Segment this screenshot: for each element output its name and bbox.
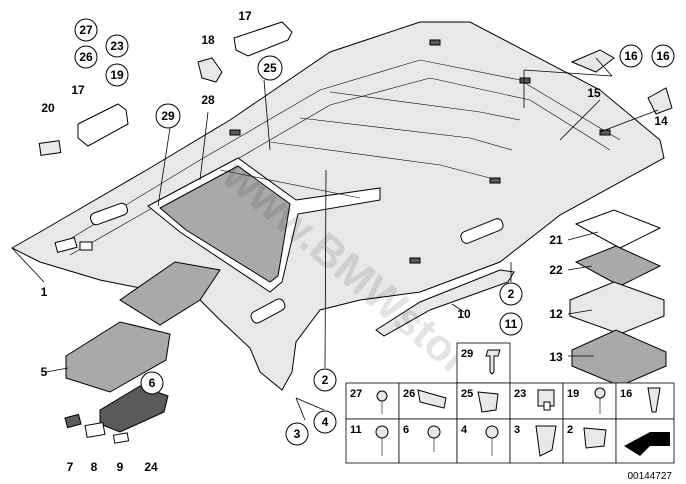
spring-clip-icon — [647, 387, 661, 413]
callout-27: 27 — [74, 18, 98, 42]
lens-8 — [84, 421, 106, 439]
callout-14: 14 — [654, 114, 668, 128]
screw-icon — [427, 425, 441, 452]
screw-icon — [485, 349, 501, 375]
table-cell — [456, 418, 511, 464]
table-label-27: 27 — [350, 388, 362, 400]
nut-icon — [535, 425, 557, 457]
light-unit-5 — [65, 321, 171, 393]
cover-cap — [38, 140, 62, 156]
callouts: 27 26 23 19 25 29 16 16 2 11 6 2 3 4 17 … — [41, 9, 675, 474]
callout-2b: 2 — [313, 368, 337, 392]
document-id: 00144727 — [628, 471, 673, 482]
screw-icon — [375, 425, 389, 456]
callout-25: 25 — [257, 55, 283, 81]
screw-icon — [376, 390, 388, 414]
screw-icon — [485, 425, 499, 456]
callout-28: 28 — [201, 93, 215, 107]
svg-text:16: 16 — [624, 49, 638, 63]
clip-15 — [570, 49, 615, 73]
svg-text:23: 23 — [110, 39, 124, 53]
table-cell — [345, 382, 400, 420]
callout-11: 11 — [499, 312, 523, 336]
svg-text:2: 2 — [322, 373, 329, 387]
callout-19: 19 — [105, 63, 129, 87]
table-label-26: 26 — [403, 388, 415, 400]
clip-9 — [112, 432, 130, 444]
svg-text:27: 27 — [79, 23, 93, 37]
callout-26: 26 — [74, 45, 98, 69]
callout-9: 9 — [117, 460, 124, 474]
svg-text:16: 16 — [656, 49, 670, 63]
callout-13: 13 — [549, 350, 563, 364]
svg-text:2: 2 — [508, 287, 515, 301]
callout-23: 23 — [105, 34, 129, 58]
sun-visor-clip-top — [233, 21, 293, 57]
callout-6: 6 — [140, 371, 164, 395]
seal-22 — [574, 245, 662, 287]
clip-icon — [583, 427, 607, 449]
callout-29: 29 — [155, 103, 181, 129]
sun-visor-clip-left — [77, 103, 129, 147]
leader-lines — [11, 57, 659, 421]
table-label-3: 3 — [514, 424, 520, 436]
callout-1: 1 — [41, 285, 48, 299]
callout-2a: 2 — [499, 282, 523, 306]
pad-18 — [197, 57, 223, 83]
headliner — [10, 21, 665, 391]
callout-17b: 17 — [71, 83, 85, 97]
table-label-25: 25 — [461, 388, 473, 400]
svg-text:3: 3 — [294, 427, 301, 441]
callout-24: 24 — [144, 460, 158, 474]
callout-3: 3 — [285, 422, 309, 446]
screw-icon — [594, 387, 606, 414]
clip-14 — [647, 87, 673, 115]
table-label-11: 11 — [350, 424, 362, 436]
parts-table: 29 27 26 25 23 19 16 11 6 4 3 2 — [345, 342, 675, 464]
callout-15: 15 — [587, 86, 601, 100]
svg-text:4: 4 — [322, 415, 329, 429]
svg-text:29: 29 — [161, 109, 175, 123]
callout-18: 18 — [201, 33, 215, 47]
direction-arrow-icon — [624, 432, 670, 456]
callout-7: 7 — [67, 460, 74, 474]
table-cell-label: 29 — [461, 348, 473, 360]
table-label-4: 4 — [461, 424, 468, 436]
callout-16b: 16 — [651, 44, 675, 68]
callout-10: 10 — [457, 307, 471, 321]
table-label-2: 2 — [567, 424, 573, 436]
callout-8: 8 — [91, 460, 98, 474]
callout-4: 4 — [313, 410, 337, 434]
callout-17a: 17 — [238, 9, 252, 23]
table-cell — [398, 418, 458, 464]
bulb-7 — [64, 413, 82, 429]
svg-text:11: 11 — [505, 317, 518, 331]
housing-12 — [569, 281, 665, 335]
table-label-6: 6 — [403, 424, 409, 436]
console-13 — [571, 329, 667, 387]
svg-text:25: 25 — [263, 61, 277, 75]
callout-16a: 16 — [619, 44, 643, 68]
callout-12: 12 — [549, 307, 563, 321]
table-label-19: 19 — [567, 388, 579, 400]
bracket-icon — [417, 389, 447, 409]
callout-21: 21 — [549, 233, 563, 247]
svg-text:26: 26 — [79, 50, 93, 64]
callout-22: 22 — [549, 263, 563, 277]
table-cell — [456, 342, 511, 384]
table-cell — [615, 382, 675, 420]
callout-5: 5 — [41, 365, 48, 379]
frame-21 — [574, 209, 662, 249]
svg-text:19: 19 — [110, 68, 124, 82]
svg-text:6: 6 — [149, 376, 156, 390]
callout-20: 20 — [41, 101, 55, 115]
table-label-23: 23 — [514, 388, 526, 400]
table-cell — [345, 418, 400, 464]
block-icon — [537, 389, 555, 411]
clip-icon — [477, 391, 499, 413]
table-label-16: 16 — [620, 388, 632, 400]
table-cell — [456, 382, 511, 420]
